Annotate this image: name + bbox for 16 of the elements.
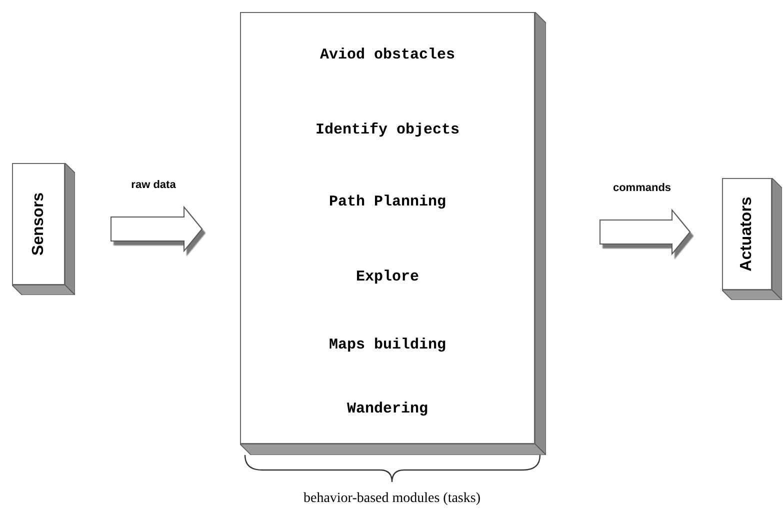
- task-label: Explore: [354, 268, 420, 286]
- module-block: [240, 12, 546, 455]
- block: [722, 178, 782, 300]
- task-label: Aviod obstacles: [318, 46, 456, 64]
- block: [12, 163, 75, 295]
- block-arrow: [110, 206, 203, 252]
- edge-label: commands: [612, 182, 672, 194]
- task-label: Path Planning: [328, 194, 448, 210]
- task-label: Identify objects: [314, 122, 461, 138]
- task-label: Wandering: [346, 400, 429, 418]
- block-label: Actuators: [738, 196, 756, 272]
- block-label: Sensors: [30, 192, 48, 256]
- caption-label: behavior-based modules (tasks): [304, 491, 480, 507]
- task-label: Maps building: [328, 336, 448, 354]
- block-arrow: [600, 208, 691, 256]
- edge-label: raw data: [131, 179, 176, 191]
